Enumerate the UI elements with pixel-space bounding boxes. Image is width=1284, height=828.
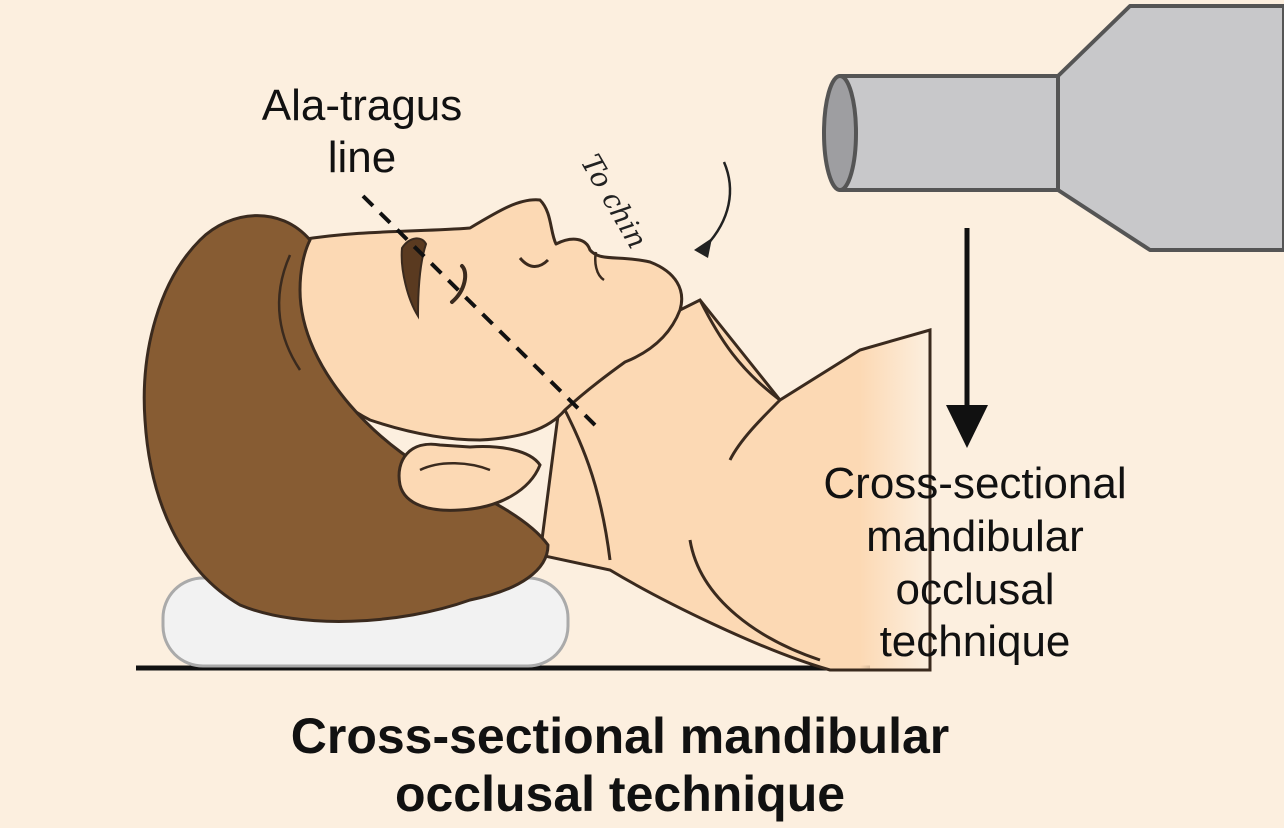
curved-arrow-icon xyxy=(694,161,732,258)
ala-tragus-label: Ala-tragus line xyxy=(222,80,502,184)
diagram-title: Cross-sectional mandibular occlusal tech… xyxy=(150,708,1090,823)
title-line1: Cross-sectional mandibular xyxy=(290,708,950,764)
side-label-line1: Cross-sectional xyxy=(823,459,1127,508)
down-arrow-icon xyxy=(946,228,988,448)
side-label-line3: occlusal xyxy=(895,564,1055,614)
eyebrow xyxy=(400,237,428,320)
ear xyxy=(397,442,542,512)
hair xyxy=(142,214,550,623)
ala-tragus-label-line1: Ala-tragus xyxy=(261,81,463,130)
side-label-line2: mandibular xyxy=(866,511,1084,561)
neck-shoulder xyxy=(538,298,932,672)
x-ray-cone-icon xyxy=(822,4,1284,252)
side-technique-label: Cross-sectional mandibular occlusal tech… xyxy=(770,458,1180,669)
title-line2: occlusal technique xyxy=(394,765,846,822)
eye xyxy=(450,264,468,304)
ala-tragus-line xyxy=(361,194,600,430)
side-label-line4: technique xyxy=(879,617,1071,667)
ala-tragus-label-line2: line xyxy=(327,132,397,182)
